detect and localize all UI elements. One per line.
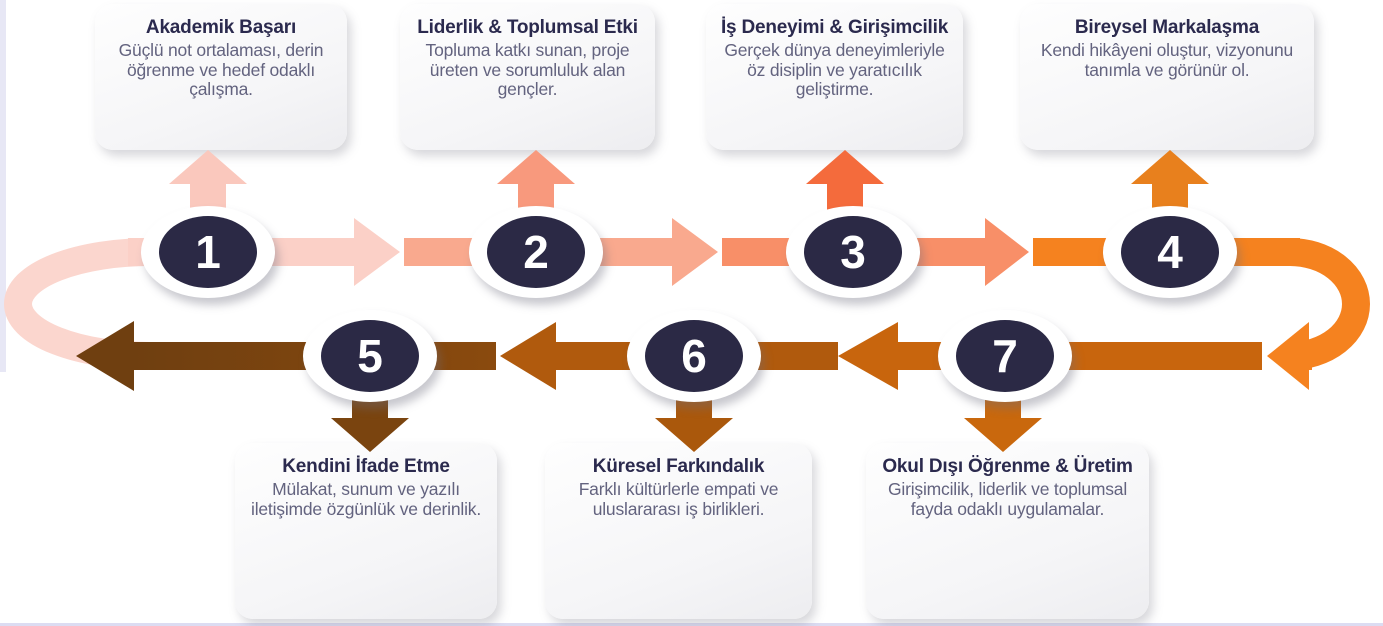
- step-number: 5: [357, 330, 383, 382]
- step-description: Mülakat, sunum ve yazılı iletişimde özgü…: [251, 479, 481, 519]
- step-number: 2: [523, 226, 549, 278]
- step-card-5: Kendini İfade Etme Mülakat, sunum ve yaz…: [235, 443, 497, 619]
- step-number: 1: [195, 226, 221, 278]
- step-circle-7: 7: [938, 310, 1072, 402]
- step-description: Topluma katkı sunan, proje üreten ve sor…: [425, 40, 630, 99]
- circle-fill: 4: [1121, 216, 1219, 288]
- step-description: Kendi hikâyeni oluştur, vizyonunu tanıml…: [1040, 40, 1294, 80]
- circle-fill: 2: [487, 216, 585, 288]
- step-description: Güçlü not ortalaması, derin öğrenme ve h…: [118, 40, 324, 99]
- step-title: Bireysel Markalaşma: [1074, 17, 1260, 38]
- step-circle-3: 3: [786, 206, 920, 298]
- step-title: Liderlik & Toplumsal Etki: [417, 17, 638, 38]
- step-number: 4: [1157, 226, 1183, 278]
- step-number: 3: [840, 226, 866, 278]
- step-card-7: Okul Dışı Öğrenme & Üretim Girişimcilik,…: [866, 443, 1149, 619]
- step-title: Küresel Farkındalık: [592, 456, 765, 477]
- bottom-edge-line: [0, 623, 1383, 626]
- circle-fill: 5: [321, 320, 419, 392]
- step-card-3: İş Deneyimi & Girişimcilik Gerçek dünya …: [706, 4, 963, 150]
- step-circle-1: 1: [141, 206, 275, 298]
- circle-fill: 1: [159, 216, 257, 288]
- circle-fill: 6: [645, 320, 743, 392]
- step-card-4: Bireysel Markalaşma Kendi hikâyeni oluşt…: [1020, 4, 1314, 150]
- step-description: Farklı kültürlerle empati ve uluslararas…: [578, 479, 779, 519]
- circle-fill: 7: [956, 320, 1054, 392]
- step-description: Girişimcilik, liderlik ve toplumsal fayd…: [887, 479, 1128, 519]
- step-circle-4: 4: [1103, 206, 1237, 298]
- left-edge-strip: [0, 0, 6, 372]
- step-description: Gerçek dünya deneyimleriyle öz disiplin …: [724, 40, 945, 99]
- step-number: 6: [681, 330, 707, 382]
- right-turn-curve: [1289, 238, 1370, 370]
- circle-fill: 3: [804, 216, 902, 288]
- step-circle-2: 2: [469, 206, 603, 298]
- step-title: Kendini İfade Etme: [282, 456, 450, 477]
- step-card-6: Küresel Farkındalık Farklı kültürlerle e…: [545, 443, 812, 619]
- step-circle-6: 6: [627, 310, 761, 402]
- step-title: Okul Dışı Öğrenme & Üretim: [882, 456, 1133, 477]
- step-title: Akademik Başarı: [145, 17, 297, 38]
- step-title: İş Deneyimi & Girişimcilik: [720, 17, 949, 38]
- step-number: 7: [992, 330, 1018, 382]
- step-card-2: Liderlik & Toplumsal Etki Topluma katkı …: [400, 4, 655, 150]
- step-card-1: Akademik Başarı Güçlü not ortalaması, de…: [95, 4, 347, 150]
- step-circle-5: 5: [303, 310, 437, 402]
